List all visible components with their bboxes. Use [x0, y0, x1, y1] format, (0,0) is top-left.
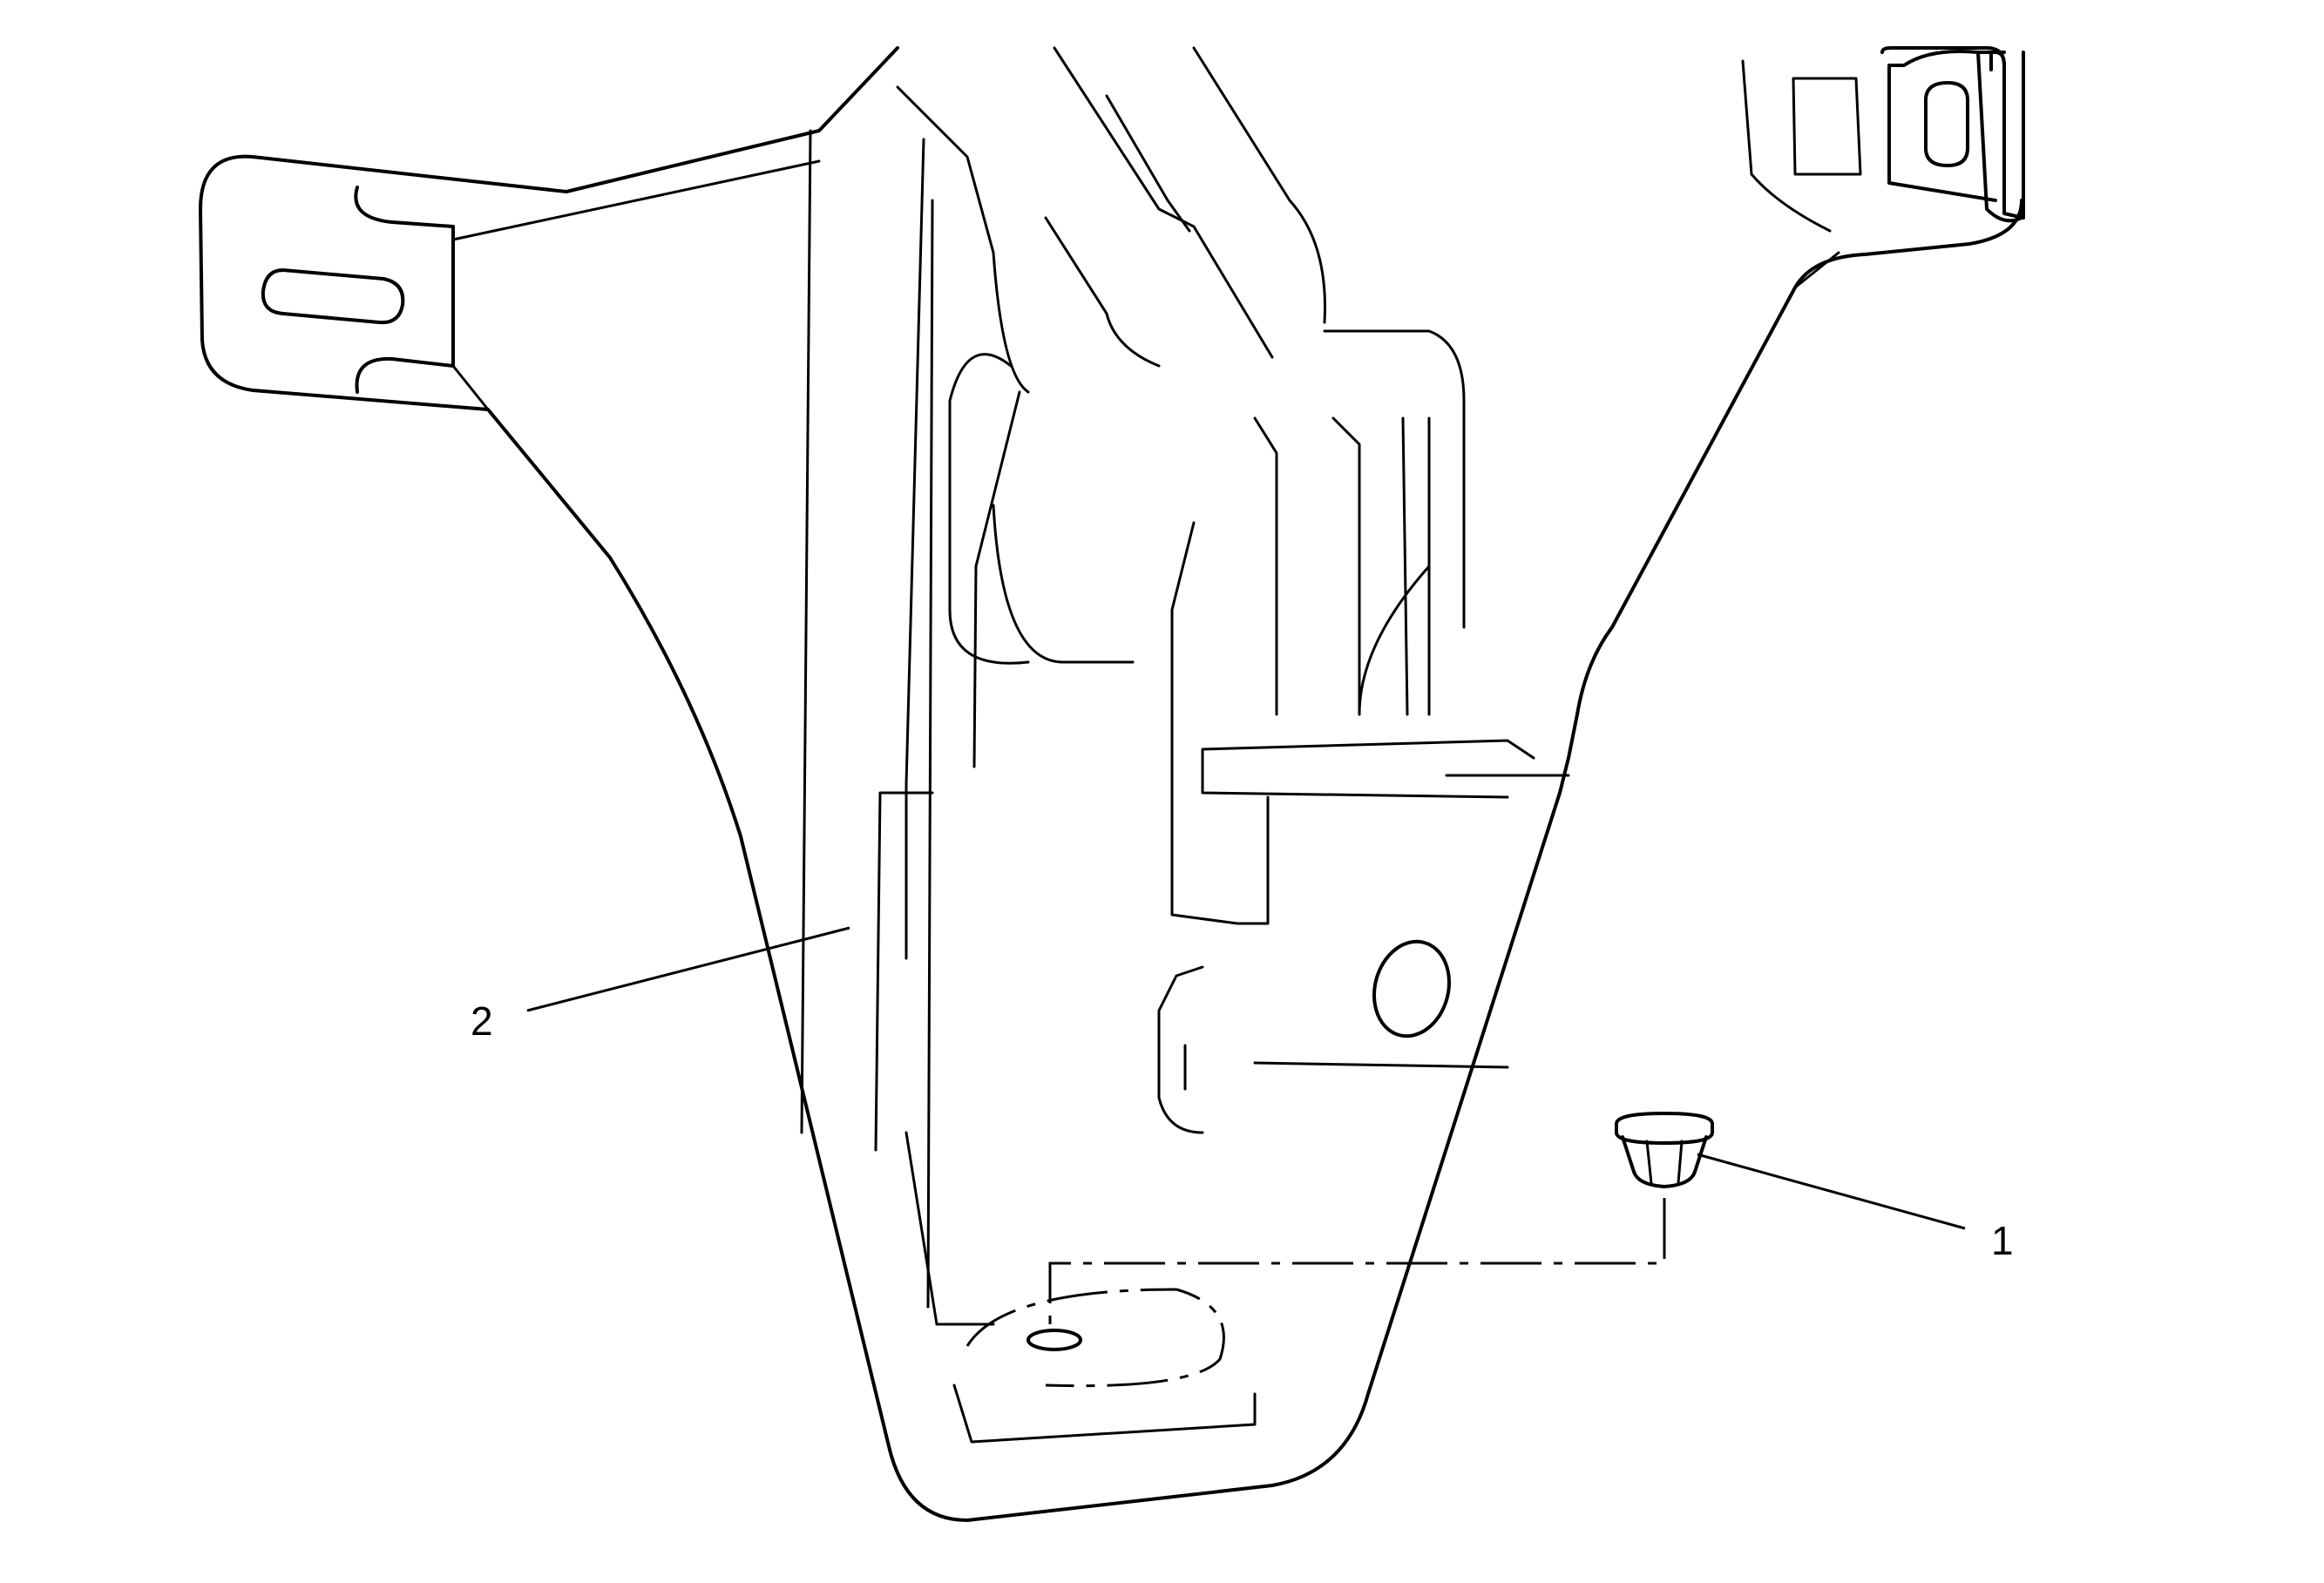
rib-center-8: [1331, 416, 1361, 716]
callout-2-leader: [526, 926, 850, 1012]
left-slot: [261, 268, 405, 325]
nut-body: [1621, 1135, 1708, 1188]
rib-center-14: [1253, 1061, 1509, 1069]
rib-left-4: [874, 791, 934, 1152]
rib-center-2: [1192, 46, 1326, 324]
nut-flat: [1645, 1140, 1684, 1185]
rib-center-1: [1053, 46, 1274, 359]
bracket-round-hole: [1372, 939, 1451, 1038]
rib-center-15: [1157, 965, 1204, 1134]
right-tab-flange: [1741, 59, 1840, 289]
rib-left-3: [926, 199, 934, 1309]
left-tab-inner: [354, 186, 455, 394]
rib-center-5: [948, 353, 1030, 665]
bracket-part: [199, 46, 2025, 1522]
lower-pocket-outline: [952, 1383, 1257, 1444]
rib-center-6: [1170, 521, 1239, 925]
rib-center-19: [1358, 565, 1431, 716]
right-tab-plate: [1898, 46, 2025, 220]
right-tab-window: [1792, 77, 1862, 176]
left-tab-fold: [451, 159, 821, 411]
rib-center-4: [972, 390, 1021, 768]
rib-center-9: [1401, 416, 1431, 716]
right-slot: [1924, 81, 1969, 167]
rib-center-20: [992, 504, 1135, 664]
callout-1-leader: [1697, 1153, 1966, 1230]
nut-flange: [1615, 1112, 1714, 1145]
rib-left-2: [905, 138, 925, 960]
rib-center-11: [1201, 739, 1535, 799]
rib-center-17: [1105, 94, 1191, 233]
bracket-outline: [199, 46, 2023, 1522]
nut-part: [1615, 1112, 1714, 1188]
rib-center-18: [1044, 216, 1161, 368]
rib-left-1: [800, 129, 812, 1134]
rib-center-12: [1236, 795, 1270, 925]
rib-center-7: [1253, 416, 1278, 716]
rib-left-5: [905, 1131, 995, 1326]
rib-center-3: [896, 85, 1030, 394]
callout-1-label: 1: [1991, 1218, 2014, 1263]
lower-pocket-depression: [966, 1288, 1225, 1388]
rib-center-10: [1323, 329, 1466, 629]
right-tab-edge: [1976, 51, 2023, 223]
right-tab-outer: [1887, 50, 1997, 202]
callout-2-label: 2: [471, 998, 493, 1044]
installation-path: [1048, 1198, 1666, 1333]
mounting-stud-hole: [1026, 1329, 1082, 1351]
